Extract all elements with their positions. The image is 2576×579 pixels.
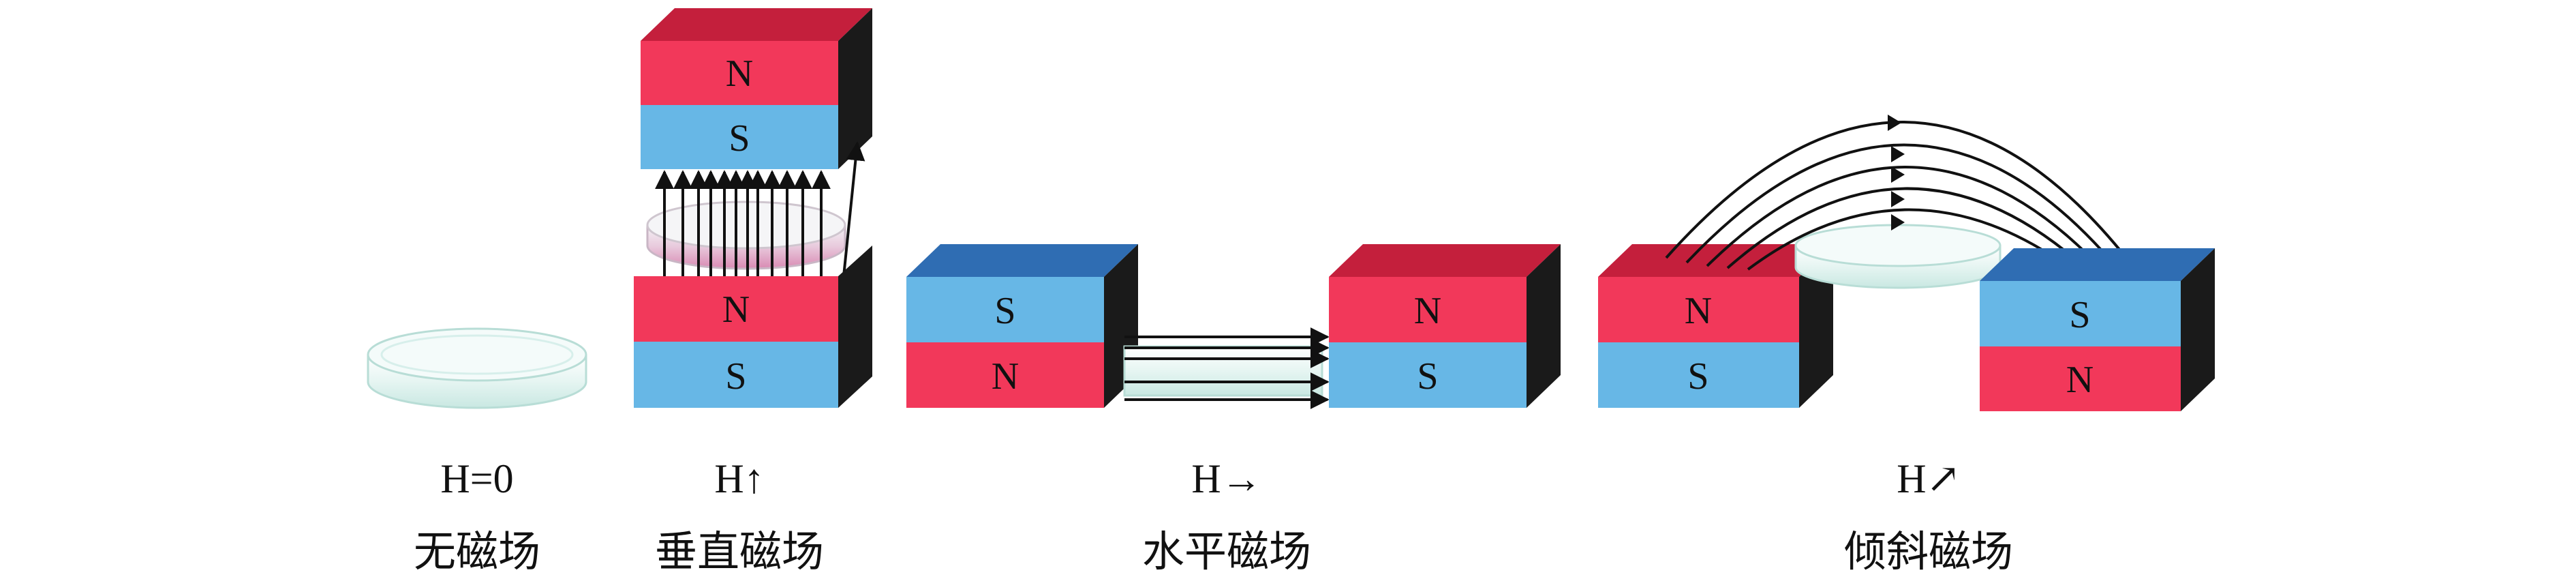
north-pole bbox=[641, 41, 838, 105]
north-pole bbox=[906, 342, 1104, 408]
pole-label: N bbox=[992, 355, 1019, 398]
panel-no-field: H=0 无磁场 bbox=[367, 327, 587, 576]
pole-label: N bbox=[1685, 290, 1712, 332]
panel-horizontal-field: S N N S H→ 水平磁场 bbox=[906, 244, 1561, 576]
south-pole bbox=[1980, 281, 2181, 346]
left-magnet: S N bbox=[906, 244, 1138, 408]
south-pole bbox=[634, 342, 838, 408]
pole-label: N bbox=[2066, 359, 2094, 401]
field-symbol: H→ bbox=[1191, 456, 1261, 501]
pole-label: N bbox=[726, 53, 753, 95]
right-magnet: N S bbox=[1329, 244, 1561, 408]
upper-magnet: N S bbox=[641, 8, 872, 169]
south-pole bbox=[641, 105, 838, 169]
field-symbol: H↗ bbox=[1897, 456, 1961, 501]
pole-label: N bbox=[1414, 290, 1441, 332]
pole-label: N bbox=[722, 288, 750, 331]
north-pole bbox=[1980, 346, 2181, 411]
panel-caption: 垂直磁场 bbox=[655, 529, 824, 576]
pole-label: S bbox=[994, 290, 1015, 332]
petri-dish bbox=[1794, 224, 2002, 289]
field-lines bbox=[1124, 327, 1330, 409]
panel-caption: 倾斜磁场 bbox=[1844, 529, 2013, 576]
pole-label: S bbox=[725, 355, 746, 398]
field-line-arrowheads bbox=[1888, 115, 1905, 231]
right-magnet: S N bbox=[1980, 248, 2215, 411]
south-pole bbox=[1329, 342, 1527, 408]
pole-label: S bbox=[2069, 294, 2090, 336]
panel-vertical-field: N S N S bbox=[634, 8, 872, 576]
panel-caption: 水平磁场 bbox=[1142, 529, 1311, 576]
south-pole bbox=[906, 277, 1104, 342]
pole-label: S bbox=[1417, 355, 1438, 398]
field-symbol: H↑ bbox=[714, 456, 764, 501]
lower-magnet: N S bbox=[634, 246, 872, 408]
south-pole bbox=[1598, 342, 1799, 408]
field-lines bbox=[1665, 121, 2128, 271]
panel-caption: 无磁场 bbox=[414, 529, 540, 576]
north-pole bbox=[1598, 277, 1799, 342]
field-lines bbox=[655, 141, 865, 277]
north-pole bbox=[634, 276, 838, 342]
pole-label: S bbox=[729, 117, 750, 160]
pole-label: S bbox=[1687, 355, 1708, 398]
petri-dish bbox=[1123, 345, 1323, 397]
field-symbol: H=0 bbox=[440, 456, 513, 501]
panel-tilted-field: N S S N bbox=[1598, 115, 2215, 576]
petri-dish bbox=[367, 327, 587, 409]
north-pole bbox=[1329, 277, 1527, 342]
